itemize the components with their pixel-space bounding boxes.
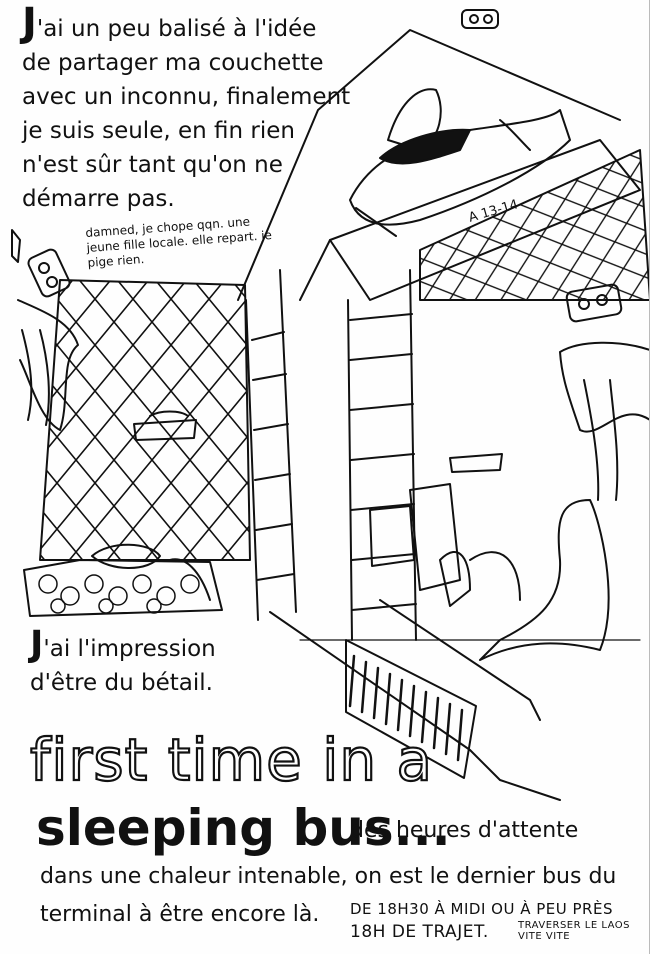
- left-vent: [27, 248, 71, 298]
- left-wall-quilt: [39, 279, 251, 561]
- right-vent: [565, 283, 623, 323]
- intro-text: 'ai un peu balisé à l'idée de partager m…: [22, 16, 351, 212]
- left-seat-cushion: [23, 559, 223, 617]
- right-curtain: [559, 341, 649, 433]
- right-shelf: [449, 453, 503, 473]
- aisle-floor: [269, 611, 561, 801]
- left-shelf: [133, 419, 197, 441]
- ladder-left-rail: [245, 299, 259, 621]
- right-wall-quilt: [419, 149, 649, 301]
- left-curtain: [17, 299, 79, 431]
- caption-terminal: terminal à être encore là.: [40, 902, 320, 927]
- title-line-2: sleeping bus...: [36, 799, 451, 857]
- caption-attente: des heures d'attente: [350, 818, 579, 843]
- trajet-note: 18H DE TRAJET.: [350, 922, 489, 942]
- floor-grate: [345, 639, 477, 779]
- caption-chaleur: dans une chaleur intenable, on est le de…: [40, 864, 617, 889]
- backpack: [409, 483, 461, 591]
- ladder-right-rail: [347, 299, 353, 641]
- upper-bunk: [237, 29, 621, 301]
- laos-note: TRAVERSER LE LAOS VITE VITE: [518, 920, 631, 942]
- schedule-note: DE 18H30 À MIDI OU À PEU PRÈS: [350, 900, 613, 918]
- betail-drop-cap: J: [30, 624, 44, 665]
- title-line-1: first time in a: [29, 726, 434, 794]
- intro-drop-cap: J: [22, 0, 37, 46]
- intro-narration: J'ai un peu balisé à l'idée de partager …: [22, 3, 352, 216]
- passenger-legs: [479, 499, 610, 661]
- betail-text: 'ai l'impression d'être du bétail.: [30, 636, 216, 696]
- ceiling-light: [461, 9, 499, 29]
- betail-narration: J'ai l'impression d'être du bétail.: [30, 627, 270, 700]
